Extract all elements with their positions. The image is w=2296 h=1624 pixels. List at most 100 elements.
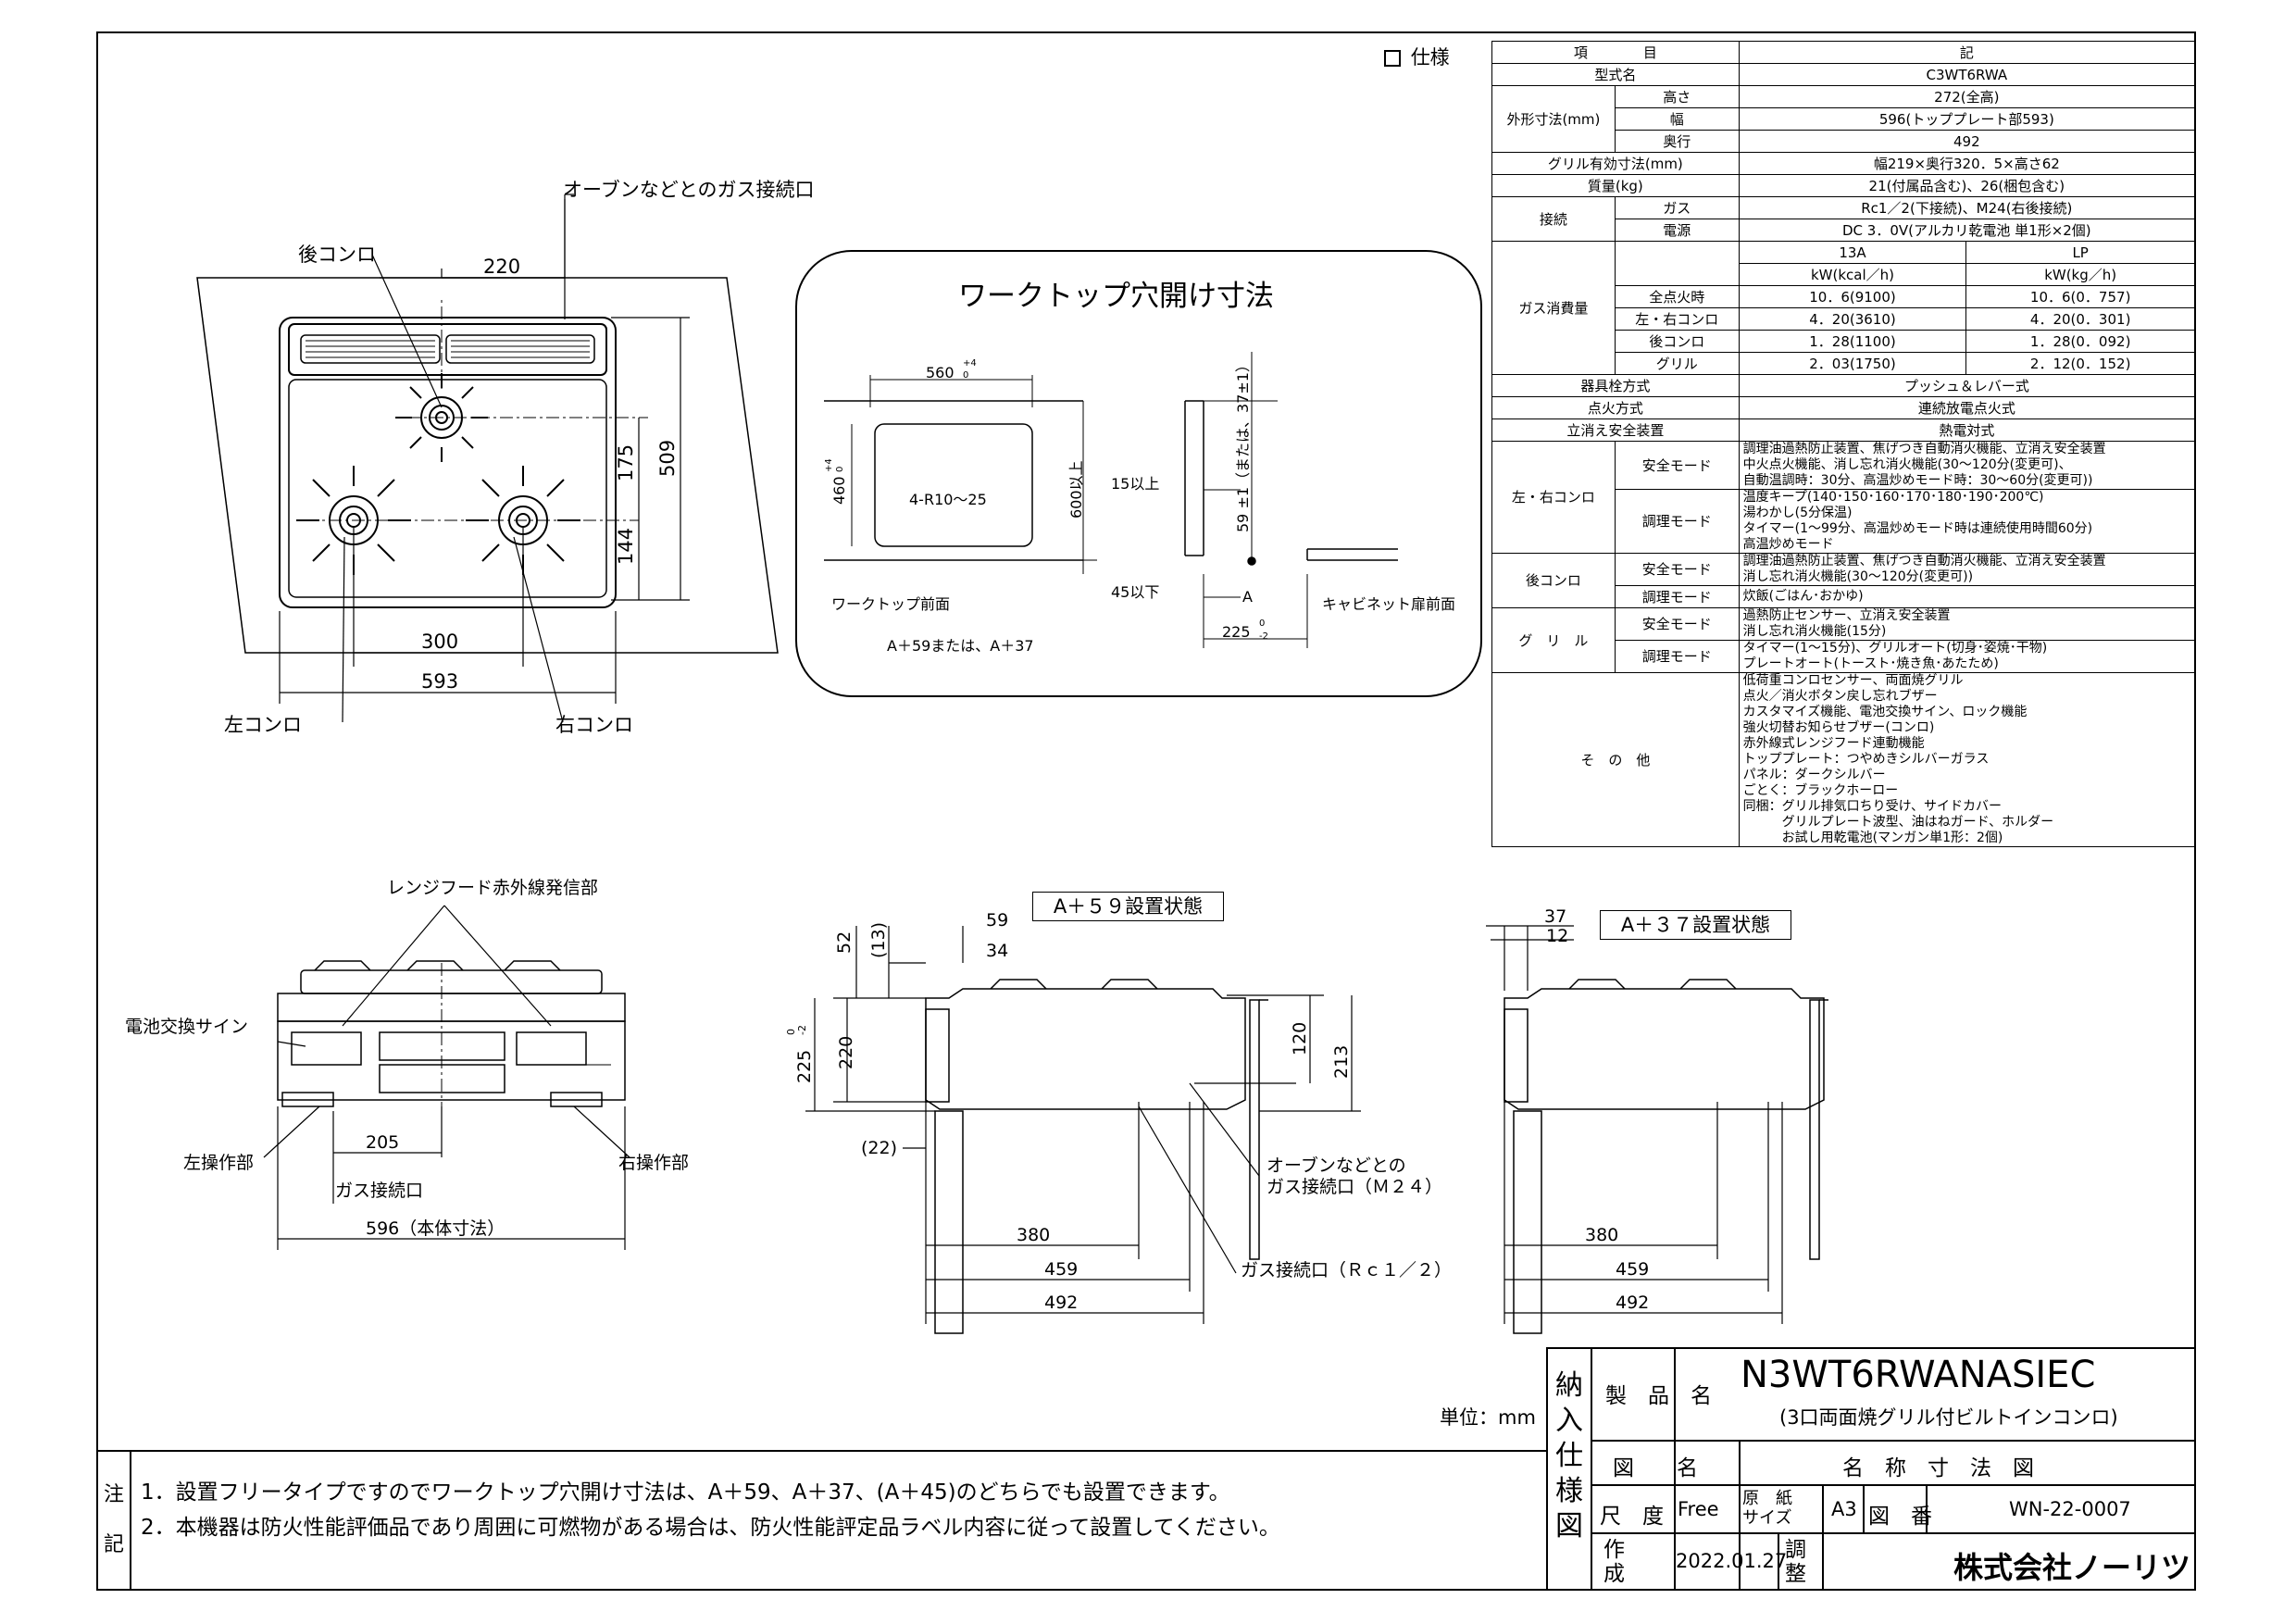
spec-row-b: 4．20(0．301)	[1965, 307, 2195, 331]
cutout-460: 460	[830, 476, 848, 505]
spec-ignition-label: 点火方式	[1491, 396, 1740, 419]
s37-37: 37	[1544, 906, 1566, 927]
adjust-label: 調 整	[1785, 1538, 1806, 1586]
spec-model-label: 型式名	[1491, 63, 1740, 86]
spec-line: 消し忘れ消火機能(30～120分(変更可))	[1742, 569, 1974, 584]
cutout-cabinet: キャビネット扉前面	[1322, 595, 1455, 613]
spec-mode-cook: 調理モード	[1614, 640, 1740, 673]
dim-220: 220	[483, 256, 520, 278]
spec-ignition: 連続放電点火式	[1738, 396, 2196, 419]
s37-380: 380	[1585, 1225, 1618, 1245]
cutout-a59: A＋59または、A＋37	[887, 637, 1034, 655]
top-view	[196, 194, 779, 723]
spec-rear-label: 後コンロ	[1491, 553, 1616, 608]
s37-title: A＋３７設置状態	[1600, 910, 1791, 940]
spec-line: 消し忘れ消火機能(15分)	[1742, 624, 1887, 639]
spec-line: 温度キープ(140･150･160･170･180･190･200℃)	[1742, 490, 2044, 505]
s59-225-tol-a: 0	[785, 1029, 797, 1035]
spec-header-text: 仕様	[1410, 46, 1450, 69]
spec-line: タイマー(1～15分)、グリルオート(切身･姿焼･干物)	[1742, 641, 2048, 656]
spec-line: プレートオート(トースト･焼き魚･あたため)	[1742, 656, 1999, 671]
spec-gas: Rc1／2(下接続)、M24(右後接続)	[1738, 196, 2196, 219]
spec-line: 高温炒めモード	[1742, 537, 1834, 552]
dim-205: 205	[366, 1132, 399, 1153]
scale-label: 尺 度	[1600, 1505, 1664, 1529]
spec-lp: LP	[1965, 241, 2195, 264]
dim-593: 593	[421, 670, 458, 693]
spec-consumption-label: ガス消費量	[1491, 241, 1616, 375]
drawing-number: WN-22-0007	[2009, 1498, 2131, 1520]
spec-line: 炊飯(ごはん･おかゆ)	[1742, 589, 1864, 604]
spec-line: 赤外線式レンジフード連動機能	[1742, 736, 1925, 751]
cutout-560-tol-a: +4	[963, 358, 977, 369]
s59-52: 52	[834, 931, 855, 954]
spec-row-label: グリル	[1614, 352, 1740, 375]
cutout-45: 45以下	[1111, 583, 1159, 601]
spec-depth-label: 奥行	[1614, 130, 1740, 153]
title-side-label: 納 入 仕 様 図	[1555, 1368, 1583, 1544]
oven-gas-label: オーブンなどとのガス接続口	[563, 179, 815, 201]
spec-line: 低荷重コンロセンサー、両面焼グリル	[1742, 673, 1964, 688]
spec-row-label: 後コンロ	[1614, 330, 1740, 353]
drawing-name: 名 称 寸 法 図	[1842, 1456, 2034, 1480]
spec-mode-safe: 安全モード	[1614, 607, 1740, 641]
spec-13a: 13A	[1738, 241, 1967, 264]
s37-492: 492	[1616, 1293, 1649, 1313]
title-side-char: 入	[1555, 1405, 1583, 1437]
drawing-name-label: 図 名	[1613, 1456, 1698, 1480]
spec-height: 272(全高)	[1738, 85, 2196, 108]
made-date: 2022.01.27	[1676, 1550, 1788, 1572]
s59-title: A＋５９設置状態	[1032, 892, 1224, 921]
spec-unit-lp: kW(kg／h)	[1965, 263, 2195, 286]
spec-line: ごとく：ブラックホーロー	[1742, 783, 1899, 798]
notes-area	[96, 1450, 1546, 1593]
spec-line: 湯わかし(5分保温)	[1742, 506, 1853, 520]
spec-grill-dim: 幅219×奥行320．5×高さ62	[1738, 152, 2196, 175]
spec-line: グリルプレート波型、油はねガード、ホルダー	[1742, 815, 2054, 830]
spec-row-b: 10．6(0．757)	[1965, 285, 2195, 308]
spec-line: タイマー(1～99分、高温炒めモード時は連続使用時間60分)	[1742, 521, 2093, 536]
spec-model: C3WT6RWA	[1738, 63, 2196, 86]
front-view	[263, 905, 630, 1250]
spec-rear-safe: 調理油過熱防止装置、焦げつき自動消火機能、立消え安全装置消し忘れ消火機能(30～…	[1738, 553, 2196, 586]
spec-safety-label: 立消え安全装置	[1491, 418, 1740, 442]
spec-other: 低荷重コンロセンサー、両面焼グリル 点火／消火ボタン戻し忘れブザー カスタマイズ…	[1738, 672, 2196, 847]
spec-gas-label: ガス	[1614, 196, 1740, 219]
spec-grill-dim-label: グリル有効寸法(mm)	[1491, 152, 1740, 175]
side-view-59	[805, 926, 1361, 1334]
spec-line: カスタマイズ機能、電池交換サイン、ロック機能	[1742, 705, 2028, 719]
cutout-560: 560	[926, 364, 955, 381]
s59-oven-gas-1: オーブンなどとの	[1267, 1155, 1406, 1176]
side-view-37	[1486, 925, 1828, 1334]
spec-header: 仕様	[1384, 43, 1450, 70]
spec-mode-cook: 調理モード	[1614, 489, 1740, 554]
title-side-char: 仕	[1555, 1440, 1583, 1472]
spec-row-label: 全点火時	[1614, 285, 1740, 308]
cutout-15: 15以上	[1111, 475, 1159, 493]
spec-valve-label: 器具栓方式	[1491, 374, 1740, 397]
title-side-char: 様	[1555, 1475, 1583, 1507]
note-2: 2．本機器は防火性能評価品であり周囲に可燃物がある場合は、防火性能評定品ラベル内…	[141, 1516, 1280, 1540]
spec-grill-label: グ リ ル	[1491, 607, 1616, 673]
spec-row-a: 10．6(9100)	[1738, 285, 1967, 308]
product-name-label: 製 品 名	[1605, 1384, 1712, 1408]
company-logo: 株式会社ノーリツ	[1953, 1550, 2191, 1585]
note-1: 1．設置フリータイプですのでワークトップ穴開け寸法は、A＋59、A＋37、(A＋…	[141, 1480, 1230, 1505]
product-subtitle: (3口両面焼グリル付ビルトインコンロ)	[1779, 1406, 2118, 1429]
cutout-225: 225	[1222, 623, 1251, 641]
s59-225-tol-b: -2	[796, 1025, 808, 1035]
spec-width-label: 幅	[1614, 107, 1740, 131]
spec-col-note: 記	[1738, 41, 2196, 64]
spec-line: トッププレート：つやめきシルバーガラス	[1742, 752, 1990, 767]
spec-lr-cook: 温度キープ(140･150･160･170･180･190･200℃)湯わかし(…	[1738, 489, 2196, 554]
cutout-460-tol-b: 0	[835, 467, 845, 472]
dim-596: 596（本体寸法）	[366, 1218, 505, 1239]
rear-burner-label: 後コンロ	[298, 244, 376, 266]
s59-459: 459	[1044, 1259, 1078, 1280]
cutout-title: ワークトップ穴開け寸法	[958, 280, 1274, 313]
unit-label: 単位：mm	[1440, 1406, 1536, 1429]
spec-line: お試し用乾電池(マンガン単1形：2個)	[1742, 831, 2003, 845]
cutout-600: 600以上	[1067, 460, 1085, 518]
notes-divider	[130, 1450, 131, 1591]
